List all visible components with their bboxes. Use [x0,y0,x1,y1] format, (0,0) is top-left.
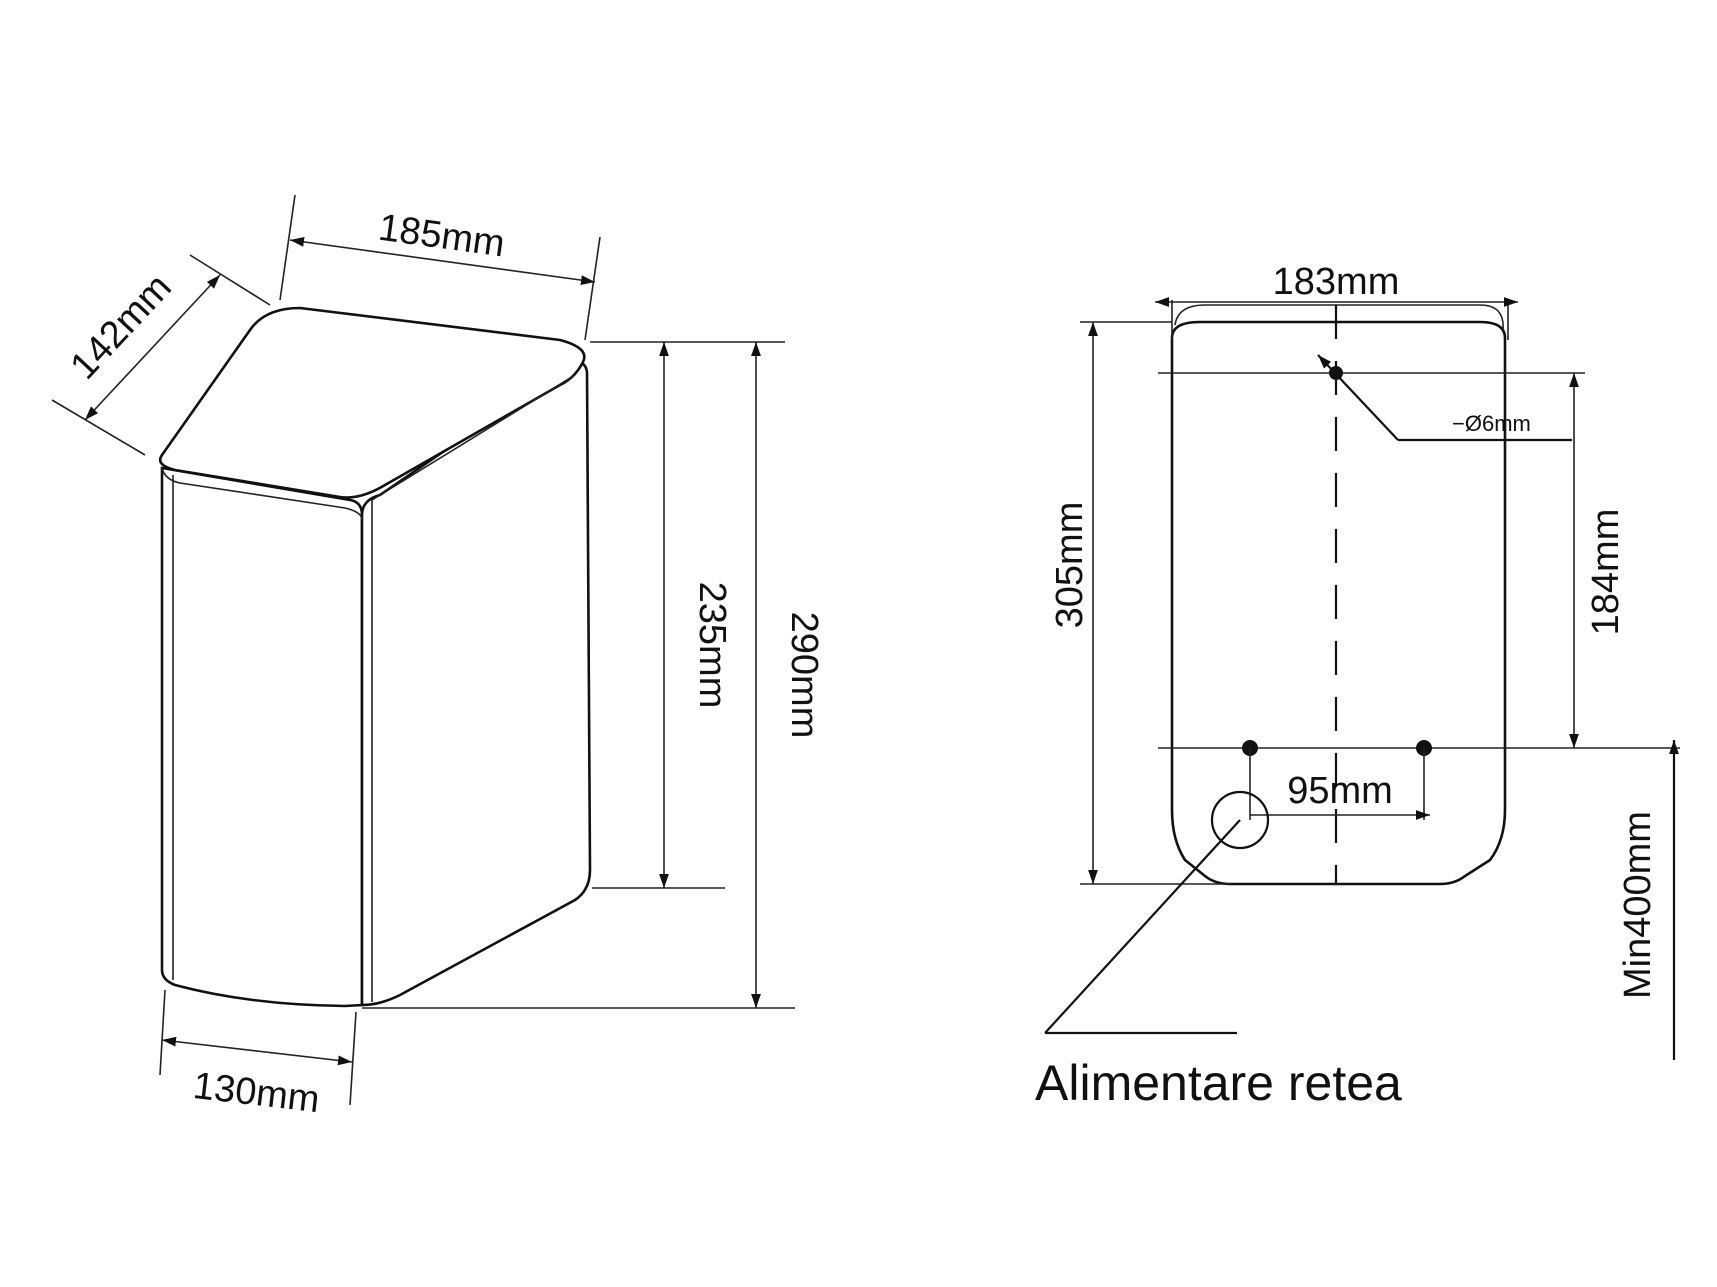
dim-305-label: 305mm [1049,502,1091,629]
dim-95-label: 95mm [1287,770,1393,812]
dim-line-142 [84,274,221,421]
ext-line-130-left [159,989,166,1076]
isometric-view: 185mm 142mm 130mm 235mm 290mm [51,194,825,1121]
dim-290-label: 290mm [783,612,825,739]
hole-diameter-label: −Ø6mm [1452,411,1531,436]
front-face [160,466,364,1008]
power-supply-caption: Alimentare retea [1035,1055,1402,1111]
front-rim [161,467,363,521]
dim-185-label: 185mm [376,207,507,266]
ext-line-130-right [349,1011,357,1106]
mounting-view: 183mm −Ø6mm 305mm 184mm 95mm Min400mm [1044,261,1680,1060]
dim-235-label: 235mm [691,582,733,709]
side-rim [371,374,576,501]
ext-line-142-top [189,254,271,306]
dim-min400-label: Min400mm [1617,811,1659,999]
dim-183-label: 183mm [1273,261,1400,303]
dim-130-label: 130mm [191,1065,322,1121]
cable-entry-hole [1210,790,1270,850]
dim-line-185 [289,237,596,285]
side-face [360,361,592,1007]
dim-184-label: 184mm [1585,509,1627,636]
hole-leader [1317,354,1399,441]
ext-line-185-left [279,194,296,301]
cable-leader [1044,819,1241,1034]
ext-line-142-bottom [51,399,146,456]
dim-line-130 [161,1036,353,1066]
ext-line-185-right [584,236,601,341]
dim-142-label: 142mm [63,266,180,387]
